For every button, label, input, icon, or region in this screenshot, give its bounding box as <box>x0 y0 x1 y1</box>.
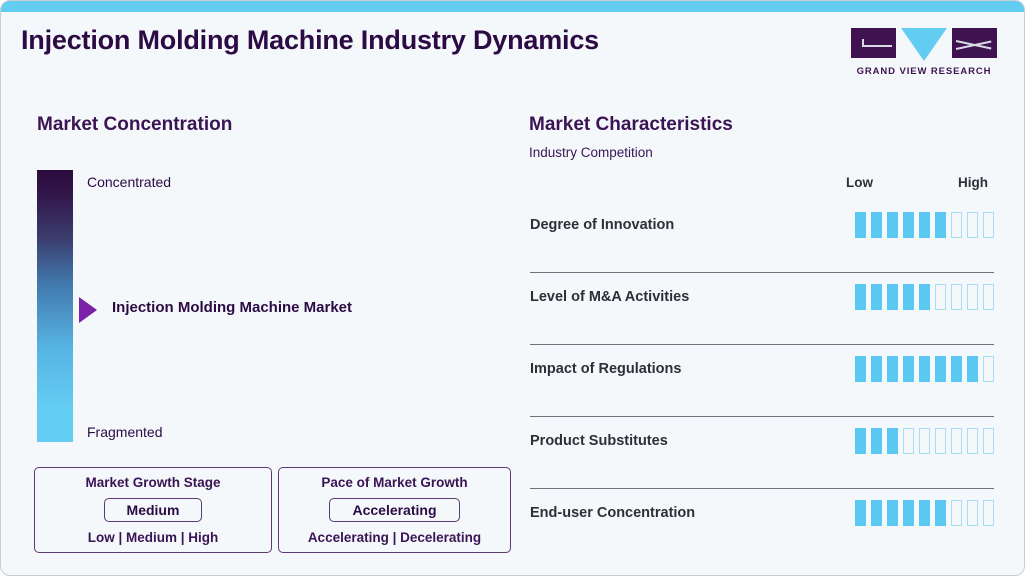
rating-segment-empty <box>983 212 994 238</box>
market-growth-stage-box: Market Growth Stage Medium Low | Medium … <box>34 467 272 553</box>
rating-segment-empty <box>983 284 994 310</box>
row-divider <box>530 343 994 345</box>
pace-of-market-growth-box: Pace of Market Growth Accelerating Accel… <box>278 467 511 553</box>
characteristic-row-inner: Impact of Regulations <box>530 345 994 393</box>
rating-segment-filled <box>903 500 914 526</box>
scale-low-label: Low <box>846 175 873 190</box>
characteristic-label: End-user Concentration <box>530 505 696 521</box>
rating-segment-filled <box>855 212 866 238</box>
market-growth-stage-scale: Low | Medium | High <box>87 530 219 545</box>
concentration-gradient-scale <box>37 170 73 442</box>
market-growth-stage-title: Market Growth Stage <box>85 475 221 490</box>
rating-segment-filled <box>903 284 914 310</box>
row-divider <box>530 271 994 273</box>
characteristic-label: Impact of Regulations <box>530 361 682 377</box>
characteristic-row: Product Substitutes <box>530 417 994 489</box>
rating-segment-filled <box>903 356 914 382</box>
market-concentration-heading: Market Concentration <box>37 114 233 135</box>
rating-segment-empty <box>919 428 930 454</box>
row-divider <box>530 415 994 417</box>
logo-wordmark: GRAND VIEW RESEARCH <box>856 66 992 77</box>
characteristic-label: Level of M&A Activities <box>530 289 690 305</box>
rating-segment-filled <box>887 428 898 454</box>
rating-segment-empty <box>951 428 962 454</box>
logo-left-block-icon <box>851 28 896 58</box>
concentration-bottom-label: Fragmented <box>87 424 163 440</box>
characteristic-row: Degree of Innovation <box>530 201 994 273</box>
rating-segment-empty <box>903 428 914 454</box>
characteristic-row: Impact of Regulations <box>530 345 994 417</box>
characteristic-label: Product Substitutes <box>530 433 668 449</box>
characteristic-label: Degree of Innovation <box>530 217 675 233</box>
rating-segment-empty <box>967 284 978 310</box>
rating-segment-filled <box>871 212 882 238</box>
rating-segment-empty <box>935 284 946 310</box>
rating-segment-filled <box>903 212 914 238</box>
pace-of-market-growth-value: Accelerating <box>329 498 460 522</box>
rating-segment-empty <box>951 284 962 310</box>
rating-segment-filled <box>935 500 946 526</box>
rating-segment-filled <box>887 284 898 310</box>
rating-segment-empty <box>983 356 994 382</box>
rating-segment-filled <box>855 428 866 454</box>
characteristic-rating-bars <box>855 428 994 454</box>
characteristic-rating-bars <box>855 500 994 526</box>
characteristic-row: End-user Concentration <box>530 489 994 561</box>
characteristic-rating-bars <box>855 284 994 310</box>
rating-segment-filled <box>967 356 978 382</box>
logo-right-block-icon <box>952 28 997 58</box>
market-position-label: Injection Molding Machine Market <box>112 299 353 316</box>
rating-segment-filled <box>855 356 866 382</box>
logo-triangle-icon <box>901 28 947 61</box>
characteristic-row-inner: Level of M&A Activities <box>530 273 994 321</box>
rating-segment-empty <box>951 212 962 238</box>
market-characteristics-heading: Market Characteristics <box>529 114 733 135</box>
rating-segment-filled <box>871 500 882 526</box>
characteristic-row-inner: End-user Concentration <box>530 489 994 537</box>
rating-segment-filled <box>855 500 866 526</box>
rating-segment-empty <box>967 212 978 238</box>
rating-segment-filled <box>951 356 962 382</box>
page-title: Injection Molding Machine Industry Dynam… <box>21 25 599 55</box>
top-accent-bar <box>1 1 1024 12</box>
rating-segment-empty <box>983 428 994 454</box>
rating-segment-filled <box>919 500 930 526</box>
rating-segment-filled <box>887 212 898 238</box>
rating-segment-filled <box>887 500 898 526</box>
rating-segment-filled <box>935 356 946 382</box>
rating-segment-filled <box>935 212 946 238</box>
grand-view-research-logo: GRAND VIEW RESEARCH <box>850 28 998 77</box>
rating-segment-empty <box>935 428 946 454</box>
rating-segment-filled <box>919 284 930 310</box>
rating-segment-filled <box>871 428 882 454</box>
pace-of-market-growth-scale: Accelerating | Decelerating <box>307 530 482 545</box>
characteristic-row-inner: Degree of Innovation <box>530 201 994 249</box>
rating-segment-filled <box>871 356 882 382</box>
market-position-arrow-icon <box>79 297 97 323</box>
rating-segment-filled <box>871 284 882 310</box>
characteristic-rating-bars <box>855 356 994 382</box>
rating-segment-filled <box>855 284 866 310</box>
concentration-top-label: Concentrated <box>87 174 172 190</box>
logo-marks <box>850 28 998 61</box>
rating-segment-empty <box>967 500 978 526</box>
rating-segment-filled <box>919 356 930 382</box>
rating-segment-filled <box>919 212 930 238</box>
characteristic-row-inner: Product Substitutes <box>530 417 994 465</box>
scale-high-label: High <box>958 175 988 190</box>
row-divider <box>530 487 994 489</box>
rating-segment-empty <box>951 500 962 526</box>
characteristic-rating-bars <box>855 212 994 238</box>
pace-of-market-growth-title: Pace of Market Growth <box>321 475 468 490</box>
characteristic-row: Level of M&A Activities <box>530 273 994 345</box>
market-characteristics-subheading: Industry Competition <box>529 145 653 160</box>
market-growth-stage-value: Medium <box>103 498 203 522</box>
rating-segment-empty <box>967 428 978 454</box>
rating-segment-filled <box>887 356 898 382</box>
rating-segment-empty <box>983 500 994 526</box>
